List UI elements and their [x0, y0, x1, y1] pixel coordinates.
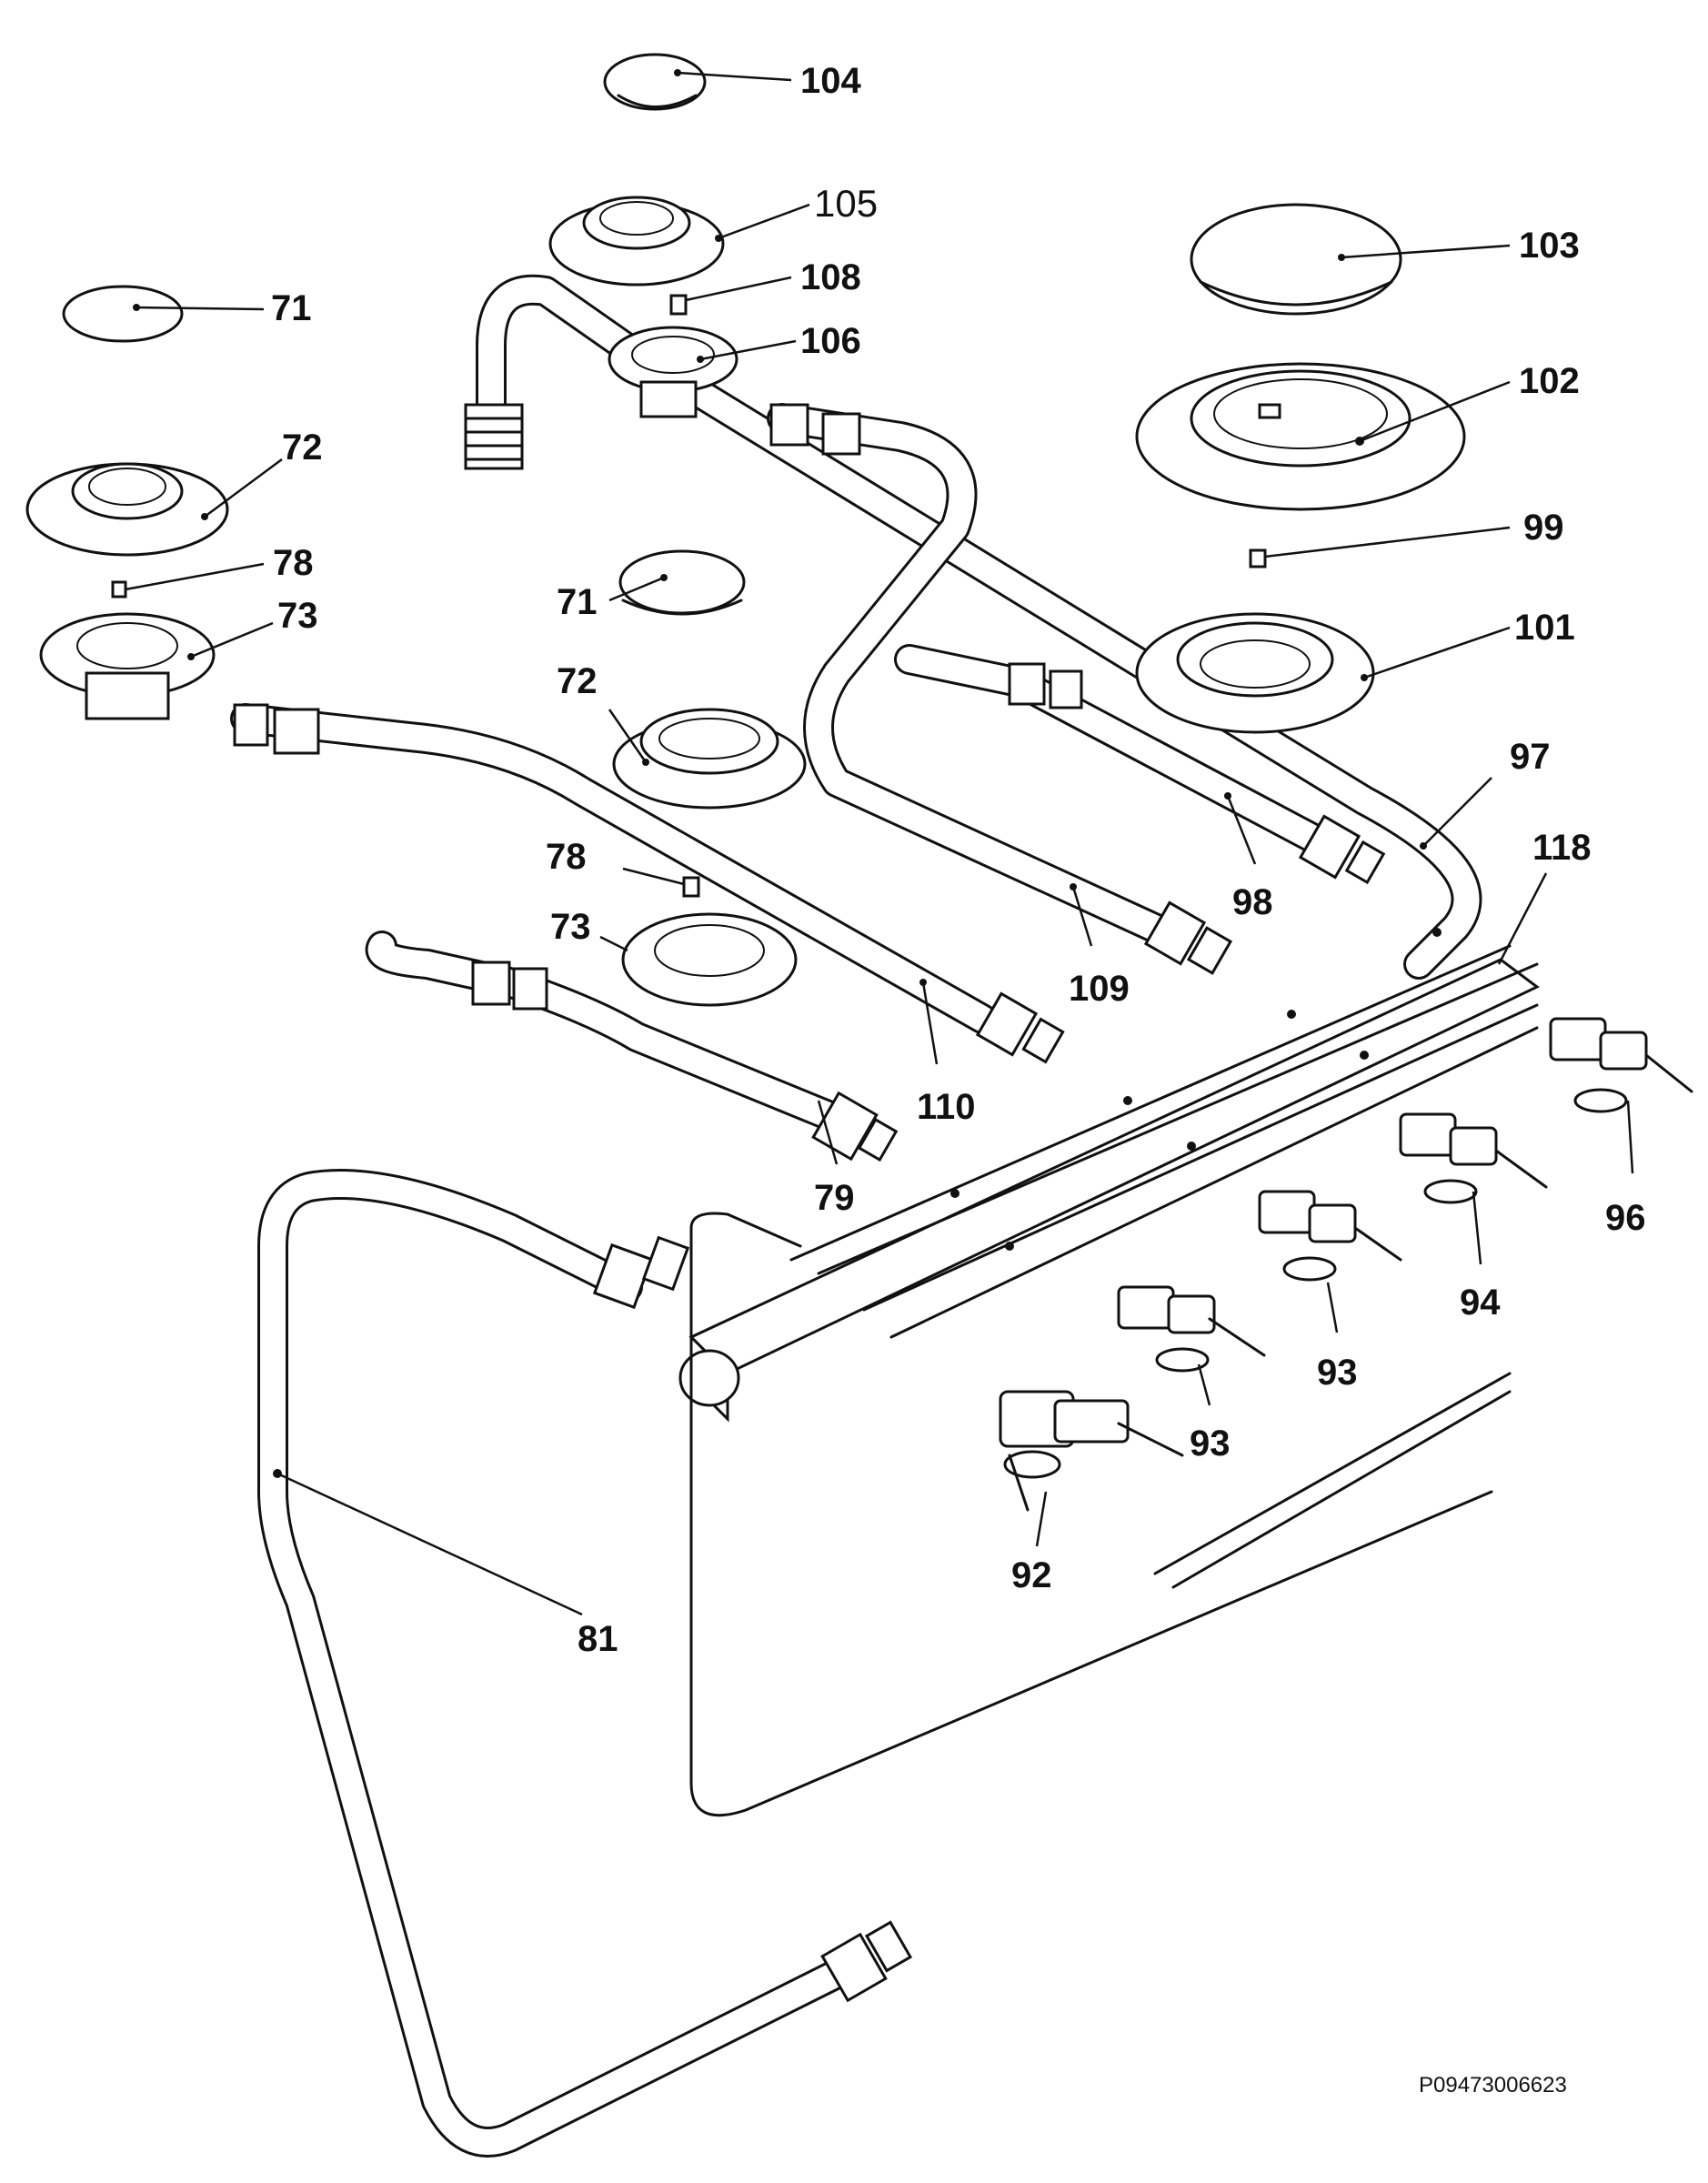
- callout-93-lower: 93: [1190, 1423, 1231, 1464]
- callout-101: 101: [1514, 608, 1575, 648]
- callout-108: 108: [800, 257, 861, 297]
- callout-104: 104: [800, 61, 861, 101]
- burner-base-73-left: [39, 612, 216, 720]
- callout-71-center: 71: [557, 582, 598, 622]
- tap-93-upper: [1258, 1190, 1402, 1282]
- callout-98: 98: [1232, 882, 1273, 922]
- burner-cap-104: [603, 53, 707, 111]
- leader-lines: [125, 71, 1634, 1616]
- callout-72-center: 72: [557, 661, 598, 701]
- tap-93-lower: [1117, 1285, 1266, 1373]
- screw-78-left: [111, 580, 127, 599]
- gas-pipe-110: [230, 703, 1065, 1064]
- callout-72-left: 72: [282, 428, 323, 468]
- callout-78-left: 78: [273, 543, 314, 583]
- callout-73-left: 73: [277, 596, 318, 636]
- hob-frame-outline: [689, 1212, 1512, 1817]
- gas-pipe-109: [767, 403, 1233, 975]
- burner-crown-72-left: [25, 462, 229, 557]
- screw-78-center: [682, 876, 700, 898]
- callout-110: 110: [917, 1087, 976, 1127]
- burner-base-73-center: [621, 912, 798, 1007]
- burner-cap-71-center: [618, 549, 746, 616]
- tap-96: [1549, 1017, 1693, 1113]
- burner-cap-103: [1190, 203, 1402, 316]
- callout-81: 81: [578, 1619, 618, 1659]
- callout-92: 92: [1011, 1555, 1052, 1595]
- callout-96: 96: [1605, 1198, 1646, 1238]
- callout-78-center: 78: [546, 837, 587, 877]
- burner-crown-105: [548, 196, 725, 287]
- gas-pipe-97: [464, 274, 1482, 980]
- gas-pipe-79: [365, 931, 899, 1162]
- burner-crown-102: [1135, 362, 1466, 511]
- burner-cap-71-left: [62, 285, 184, 343]
- callout-97: 97: [1510, 737, 1551, 777]
- callout-73-center: 73: [550, 907, 591, 947]
- callout-103: 103: [1519, 226, 1580, 266]
- callout-102: 102: [1519, 361, 1580, 401]
- callout-105: 105: [814, 182, 878, 225]
- tap-92: [999, 1390, 1184, 1512]
- manifold-bar-118: [678, 928, 1540, 1423]
- callout-93-upper: 93: [1317, 1353, 1358, 1393]
- gas-pipe-81: [257, 1169, 913, 2158]
- callout-118: 118: [1532, 828, 1592, 868]
- burner-base-101: [1135, 612, 1375, 734]
- drawing-code: P09473006623: [1419, 2073, 1567, 2097]
- callout-109: 109: [1069, 969, 1130, 1009]
- gas-pipe-98: [894, 644, 1386, 885]
- callout-71-left: 71: [271, 288, 312, 328]
- callout-106: 106: [800, 321, 861, 361]
- callout-94: 94: [1460, 1283, 1501, 1323]
- callout-79: 79: [814, 1178, 855, 1218]
- burner-base-106: [608, 326, 738, 418]
- tap-94: [1399, 1112, 1548, 1204]
- screw-108: [669, 294, 688, 316]
- screw-99: [1249, 548, 1267, 568]
- burner-crown-72-center: [612, 708, 807, 810]
- callout-99: 99: [1523, 508, 1564, 548]
